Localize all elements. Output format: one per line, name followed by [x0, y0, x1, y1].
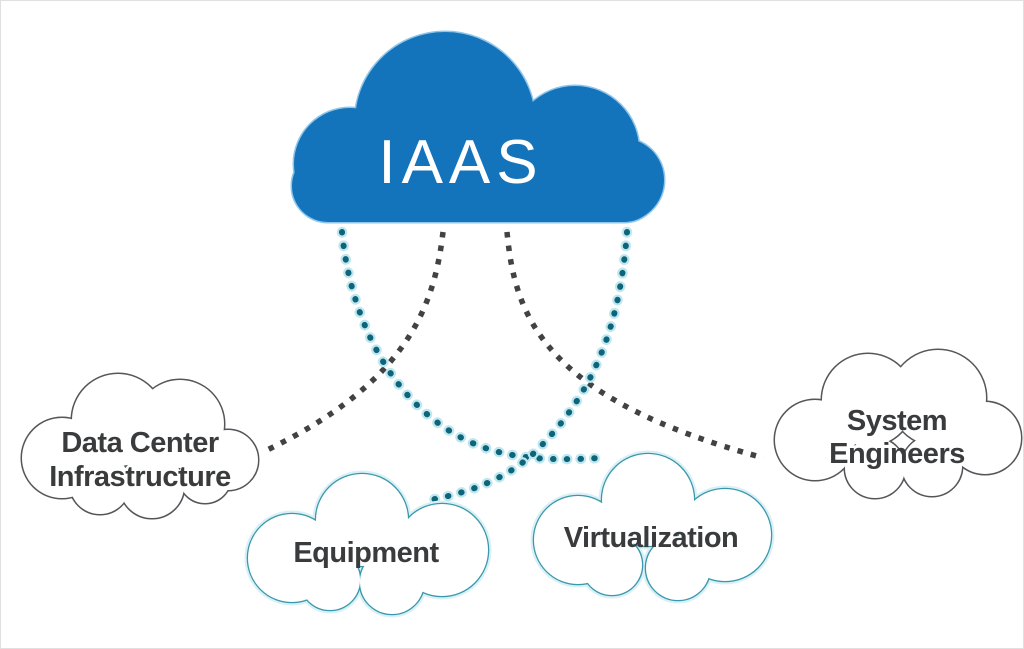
equipment-label: Equipment: [293, 537, 439, 569]
virtualization-label: Virtualization: [564, 522, 739, 554]
connector-iaas-to-datacenter-dots: [263, 232, 443, 452]
node-cloud-datacenter-infrastructure: Data Center Infrastructure: [20, 372, 260, 520]
iaas-cloud-icon: IAAS: [290, 30, 666, 224]
node-cloud-equipment: Equipment: [248, 474, 488, 614]
datacenter-label-line1: Data Center: [61, 427, 218, 459]
connector-iaas-to-systemengineers-dots: [507, 232, 764, 458]
node-cloud-virtualization: Virtualization: [534, 454, 771, 600]
systemengineers-label-line1: System: [847, 405, 947, 437]
iaas-label: IAAS: [378, 128, 543, 197]
datacenter-label-line2: Infrastructure: [49, 461, 231, 493]
node-cloud-system-engineers: System Engineers: [773, 348, 1023, 500]
systemengineers-label-line2: Engineers: [829, 438, 965, 470]
